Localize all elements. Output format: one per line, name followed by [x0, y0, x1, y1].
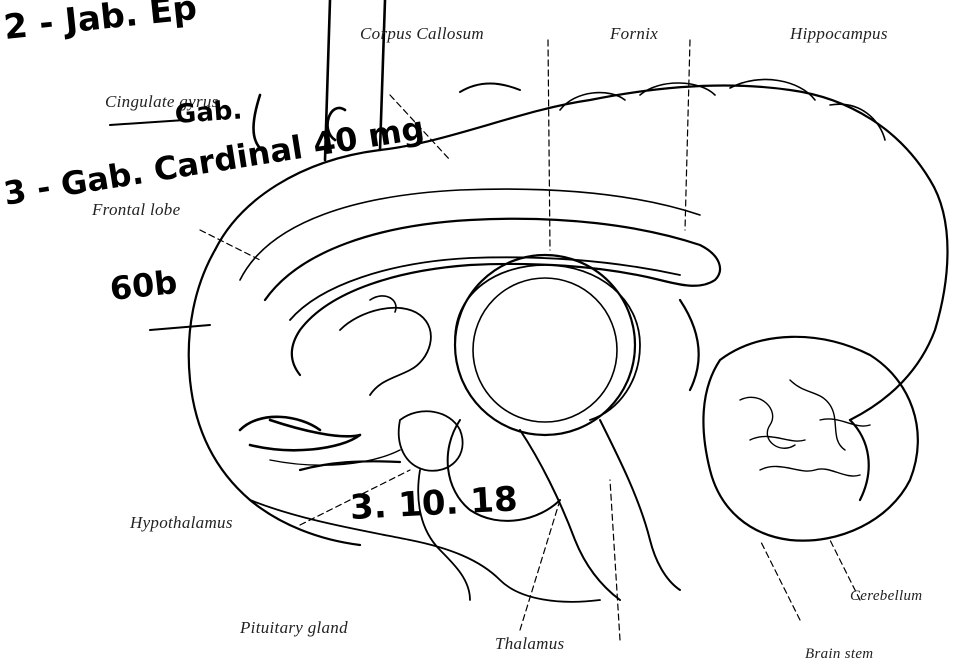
thalamus-oval [455, 255, 635, 435]
corpus-callosum [265, 219, 720, 375]
label-frontal-lobe: Frontal lobe [92, 200, 180, 220]
brainstem [520, 420, 680, 600]
label-thalamus: Thalamus [495, 634, 564, 654]
occipital-outline [680, 300, 869, 500]
cerebellum-outline [703, 337, 917, 541]
cerebellum-folia [740, 380, 870, 476]
hypothalamus-region [399, 411, 463, 470]
label-corpus-callosum: Corpus Callosum [360, 24, 484, 44]
handwritten-strokes [110, 0, 520, 470]
label-hippocampus: Hippocampus [790, 24, 888, 44]
thalamus-inner [473, 278, 617, 422]
label-pituitary: Pituitary gland [240, 618, 348, 638]
label-brain-stem: Brain stem [805, 646, 873, 663]
gyri-upper [560, 79, 885, 140]
frontal-outline [189, 250, 360, 545]
handwritten-note-left: 60b [108, 263, 179, 308]
fornix-arc [455, 265, 640, 420]
ventricle [340, 308, 431, 395]
handwritten-note-gab: Gab. [174, 95, 243, 130]
label-cerebellum: Cerebellum [850, 588, 922, 605]
label-fornix: Fornix [610, 24, 658, 44]
label-hypothalamus: Hypothalamus [130, 513, 233, 533]
